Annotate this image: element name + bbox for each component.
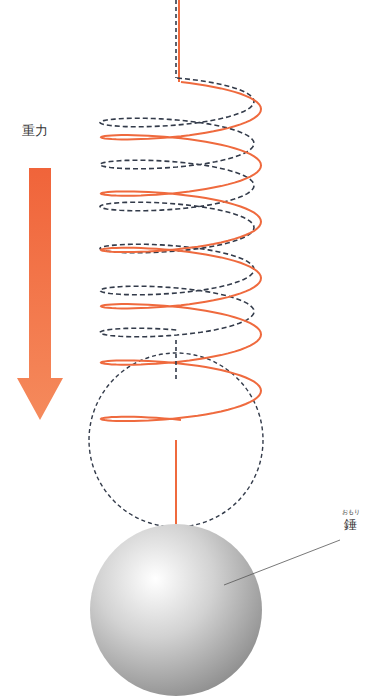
part-label: 錘: [344, 518, 357, 531]
leader-line: [224, 540, 340, 585]
original-hook: [175, 340, 177, 380]
stretched-coil: [101, 82, 261, 421]
wire: [178, 0, 180, 82]
weight-sphere: [90, 524, 262, 696]
gravity-arrow: [17, 168, 63, 420]
original-wire: [175, 0, 177, 78]
original-coil: [100, 78, 254, 337]
force-label: 重力: [22, 124, 48, 137]
ruby-reading: おもり: [342, 509, 360, 515]
hook-wire: [175, 440, 177, 530]
